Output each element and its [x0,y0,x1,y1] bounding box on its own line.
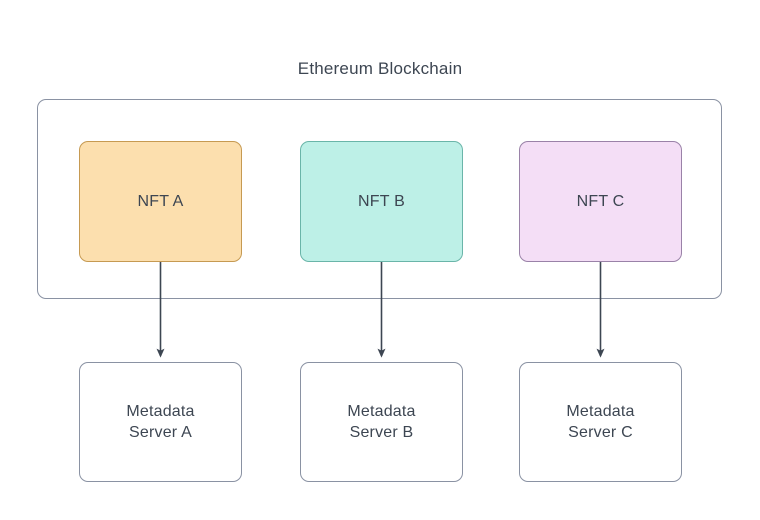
node-nft-b[interactable]: NFT B [300,141,463,262]
node-label: NFT C [576,193,625,210]
node-metadata-server-b[interactable]: Metadata Server B [300,362,463,482]
node-label: Metadata Server B [347,403,416,441]
node-nft-a[interactable]: NFT A [79,141,242,262]
node-label: Metadata Server A [126,403,195,441]
node-nft-c[interactable]: NFT C [519,141,682,262]
node-metadata-server-c[interactable]: Metadata Server C [519,362,682,482]
node-label: NFT A [137,193,184,210]
node-label: Metadata Server C [566,403,635,441]
node-label: NFT B [358,193,405,210]
page-title: Ethereum Blockchain [297,59,463,78]
node-metadata-server-a[interactable]: Metadata Server A [79,362,242,482]
